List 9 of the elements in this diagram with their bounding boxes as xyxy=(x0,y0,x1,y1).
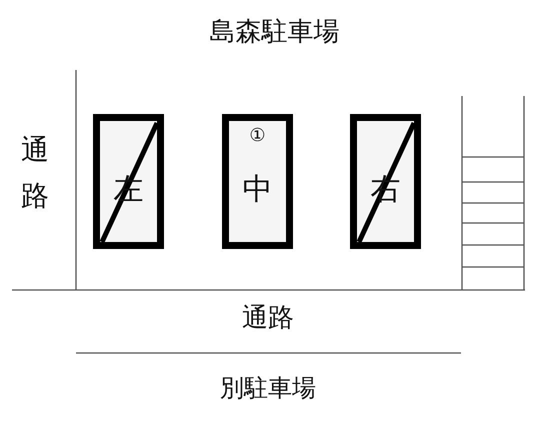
space-number: ① xyxy=(248,125,267,146)
parking-space xyxy=(350,114,421,249)
parking-space xyxy=(93,114,164,249)
aisle-label: 通路 xyxy=(241,302,295,335)
aisle-label: 通路 xyxy=(21,132,50,214)
parking-space xyxy=(222,114,293,249)
title: 島森駐車場 xyxy=(208,16,340,49)
lot-label: 別駐車場 xyxy=(219,373,317,404)
space-label: 中 xyxy=(242,171,274,209)
